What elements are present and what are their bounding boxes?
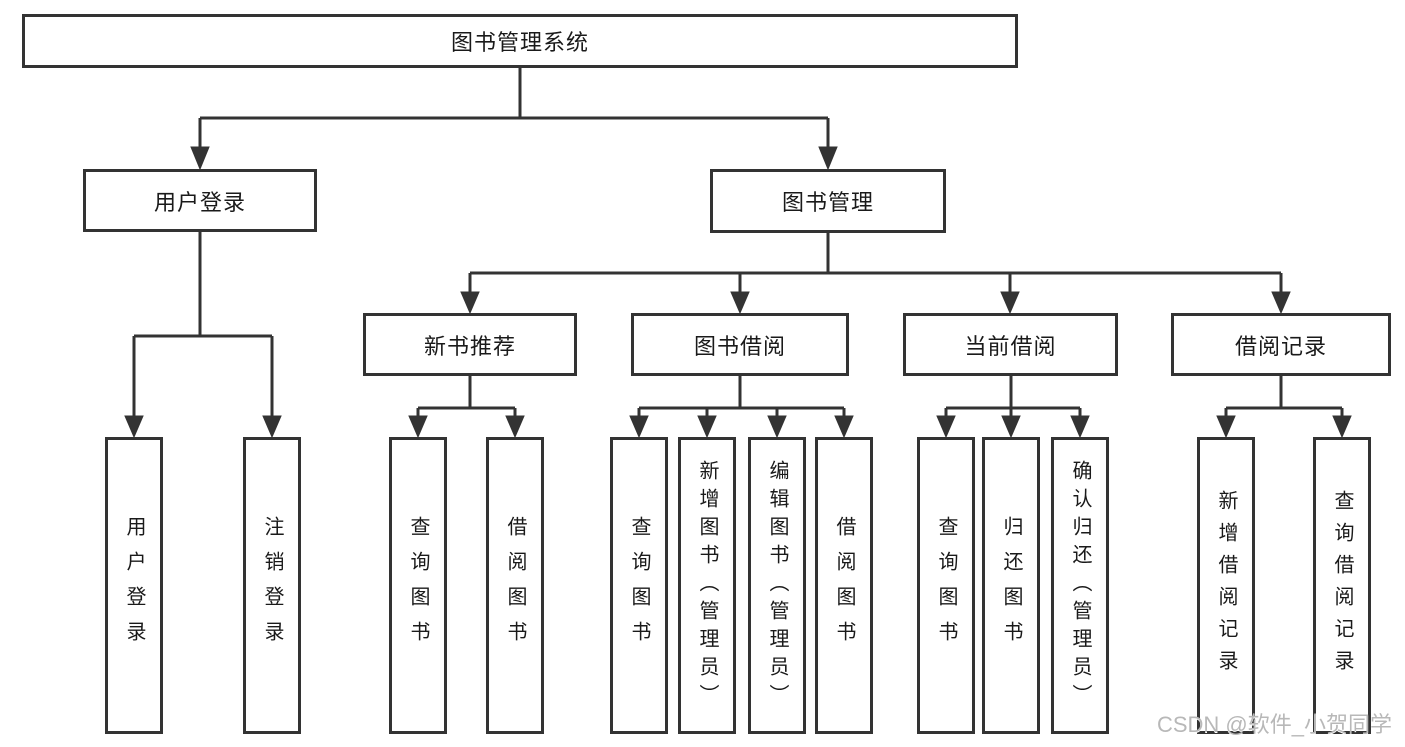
node-leaf-edit-books-admin: 编辑图书（管理员） — [748, 437, 806, 734]
node-label: 新书推荐 — [423, 333, 516, 359]
node-leaf-query-books-rec: 查询图书 — [389, 437, 447, 734]
node-label: 新增图书（管理员） — [696, 459, 718, 712]
node-label: 借阅图书 — [504, 515, 526, 656]
node-leaf-query-books-borrow: 查询图书 — [610, 437, 668, 734]
csdn-watermark: CSDN @软件_小贺同学 — [1156, 712, 1392, 737]
node-label: 图书管理系统 — [450, 30, 589, 55]
node-label: 图书借阅 — [693, 333, 786, 359]
node-label: 查询图书 — [935, 515, 957, 656]
node-leaf-borrow-books: 借阅图书 — [815, 437, 873, 734]
edge-book-borrow-to-leaves — [629, 376, 854, 439]
node-label: 查询图书 — [628, 515, 650, 656]
node-label: 借阅记录 — [1234, 333, 1327, 359]
node-leaf-query-books-current: 查询图书 — [917, 437, 975, 734]
node-library-management-system: 图书管理系统 — [22, 14, 1018, 68]
node-leaf-borrow-books-rec: 借阅图书 — [486, 437, 544, 734]
node-leaf-confirm-return-admin: 确认归还（管理员） — [1051, 437, 1109, 734]
node-leaf-add-books-admin: 新增图书（管理员） — [678, 437, 736, 734]
node-book-management-branch: 图书管理 — [710, 169, 946, 233]
node-leaf-query-borrow-record: 查询借阅记录 — [1313, 437, 1371, 734]
node-label: 借阅图书 — [833, 515, 855, 656]
node-label: 新增借阅记录 — [1215, 489, 1237, 682]
node-label: 用户登录 — [153, 189, 246, 215]
node-label: 确认归还（管理员） — [1069, 459, 1091, 712]
node-current-borrowing: 当前借阅 — [903, 313, 1118, 376]
node-borrowing-records: 借阅记录 — [1171, 313, 1391, 376]
node-book-borrowing: 图书借阅 — [631, 313, 849, 376]
edge-root-to-level2 — [190, 68, 838, 171]
node-leaf-return-books: 归还图书 — [982, 437, 1040, 734]
node-leaf-add-borrow-record: 新增借阅记录 — [1197, 437, 1255, 734]
edge-new-book-rec-to-leaves — [408, 376, 525, 439]
node-label: 编辑图书（管理员） — [766, 459, 788, 712]
node-user-login-branch: 用户登录 — [83, 169, 317, 232]
node-label: 用户登录 — [123, 515, 145, 656]
edge-book-mgmt-to-level3 — [460, 233, 1291, 315]
edge-borrow-records-to-leaves — [1216, 376, 1352, 439]
node-new-book-recommendation: 新书推荐 — [363, 313, 577, 376]
node-label: 当前借阅 — [964, 333, 1057, 359]
node-label: 归还图书 — [1000, 515, 1022, 656]
edge-user-login-to-leaves — [124, 232, 282, 439]
node-label: 注销登录 — [261, 515, 283, 656]
edge-current-borrow-to-leaves — [936, 376, 1090, 439]
node-leaf-logout: 注销登录 — [243, 437, 301, 734]
node-leaf-user-login: 用户登录 — [105, 437, 163, 734]
node-label: 图书管理 — [781, 190, 874, 215]
node-label: 查询借阅记录 — [1331, 489, 1353, 682]
node-label: 查询图书 — [407, 515, 429, 656]
